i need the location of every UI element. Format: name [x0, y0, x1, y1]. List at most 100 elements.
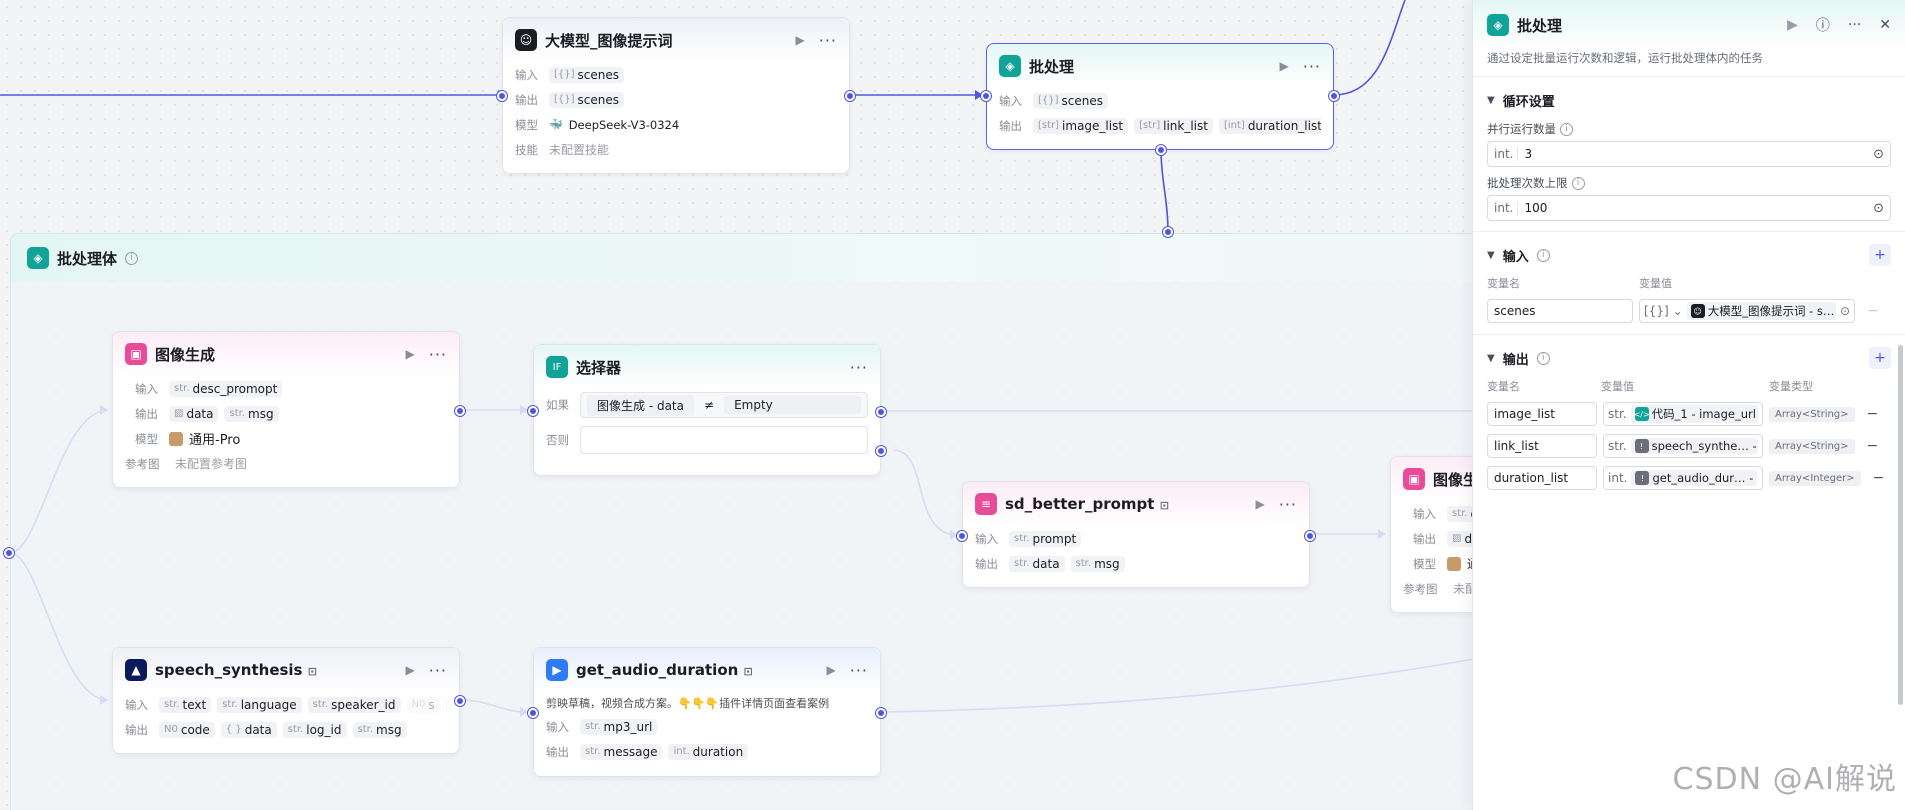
output-port[interactable]	[845, 91, 855, 101]
input-port[interactable]	[528, 406, 538, 416]
more-icon[interactable]: ···	[1302, 56, 1321, 76]
input-port[interactable]	[981, 91, 991, 101]
else-box[interactable]	[580, 426, 868, 454]
run-icon[interactable]: ▶	[1787, 17, 1798, 33]
run-icon[interactable]: ▶	[795, 33, 805, 47]
model-avatar-icon	[1447, 556, 1461, 571]
output-tag: str.message	[580, 743, 663, 760]
chevron-down-icon[interactable]: ▼	[1487, 352, 1495, 364]
output-label: 输出	[546, 744, 569, 759]
ref-label: 参考图	[125, 456, 160, 471]
input-port[interactable]	[957, 531, 967, 541]
output-port[interactable]	[455, 406, 465, 416]
condition-operator: ≠	[704, 398, 715, 412]
prompt-icon: ≡	[975, 493, 997, 515]
node-batch[interactable]: ◈ 批处理 ▶ ··· 输入[{}]scenes 输出 [str]image_l…	[981, 43, 1339, 155]
body-start-port[interactable]	[4, 548, 14, 558]
run-icon[interactable]: ▶	[826, 663, 836, 677]
node-header: ▲ speech_synthesis ⊡ ▶ ···	[113, 648, 459, 692]
node-llm-image-prompt[interactable]: ☺ 大模型_图像提示词 ▶ ··· 输入[{}]scenes 输出[{}]sce…	[497, 17, 855, 174]
node-get-audio-duration[interactable]: ▶ get_audio_duration ⊡ ▶ ··· 剪映草稿，视频合成方案…	[528, 647, 886, 777]
info-icon[interactable]: i	[1536, 248, 1550, 262]
node-description: 剪映草稿，视频合成方案。👇👇👇插件详情页面查看案例	[546, 697, 830, 710]
skill-label: 技能	[515, 142, 538, 157]
remove-icon[interactable]: −	[1867, 303, 1879, 319]
panel-header: ◈ 批处理 ▶ ⓘ ··· ✕	[1473, 0, 1905, 50]
output-label: 输出	[135, 406, 158, 421]
info-icon[interactable]: i	[1571, 176, 1585, 190]
output-var-name[interactable]: link_list	[1487, 434, 1597, 458]
output-var-name[interactable]: duration_list	[1487, 466, 1597, 490]
output-var-value[interactable]: int.!get_audio_dur… -	[1603, 466, 1763, 490]
input-port[interactable]	[497, 91, 507, 101]
output-row: image_list str.</>代码_1 - image_url Array…	[1487, 401, 1891, 427]
if-port[interactable]	[876, 407, 886, 417]
more-icon[interactable]: ···	[849, 660, 868, 680]
code-icon: </>	[1634, 407, 1650, 421]
output-port[interactable]	[1329, 91, 1339, 101]
more-icon[interactable]: ···	[428, 660, 447, 680]
section-title: 输出	[1502, 352, 1529, 368]
panel-scrollbar[interactable]	[1898, 345, 1903, 705]
output-var-value[interactable]: str.!speech_synthe… -	[1603, 434, 1763, 458]
add-input-button[interactable]: +	[1869, 244, 1891, 266]
node-title: speech_synthesis ⊡	[155, 661, 317, 679]
output-label: 输出	[999, 118, 1022, 133]
add-output-button[interactable]: +	[1869, 347, 1891, 369]
chevron-down-icon[interactable]: ▼	[1487, 249, 1495, 261]
output-var-name[interactable]: image_list	[1487, 402, 1597, 426]
run-icon[interactable]: ▶	[1255, 497, 1265, 511]
field-label: 批处理次数上限	[1487, 176, 1568, 190]
output-port[interactable]	[876, 708, 886, 718]
condition-box[interactable]: 图像生成 - data ≠ Empty	[580, 392, 868, 418]
input-tag: str.mp3_url	[580, 718, 658, 735]
remove-icon[interactable]: −	[1866, 438, 1879, 454]
input-port[interactable]	[528, 708, 538, 718]
image-icon: ▣	[1403, 468, 1425, 490]
run-icon[interactable]: ▶	[405, 663, 415, 677]
if-label: 如果	[546, 398, 569, 412]
section-toggle[interactable]: ▼ 循环设置	[1487, 87, 1891, 113]
body-port[interactable]	[1156, 145, 1166, 155]
batch-limit-input[interactable]: int.100⊙	[1487, 195, 1891, 221]
info-icon[interactable]: i	[1536, 351, 1550, 365]
more-icon[interactable]: ···	[849, 357, 868, 377]
run-icon[interactable]: ▶	[1279, 59, 1289, 73]
more-inputs-icon[interactable]: ···	[445, 696, 447, 713]
batch-body-port[interactable]	[1163, 227, 1173, 237]
output-port[interactable]	[455, 696, 465, 706]
output-var-value[interactable]: str.</>代码_1 - image_url	[1603, 402, 1763, 426]
remove-icon[interactable]: −	[1872, 470, 1885, 486]
else-port[interactable]	[876, 446, 886, 456]
input-var-name[interactable]: scenes	[1487, 299, 1633, 323]
input-var-value[interactable]: [{}]⌄ ☺大模型_图像提示词 - s… ⊙	[1639, 299, 1855, 323]
more-icon[interactable]: ···	[1278, 494, 1297, 514]
batch-body-header: ◈ 批处理体 i	[11, 234, 1509, 282]
output-tag: { }data	[220, 721, 277, 738]
info-icon[interactable]: i	[1560, 122, 1573, 136]
more-icon[interactable]: ···	[1847, 17, 1862, 33]
node-selector[interactable]: IF 选择器 ··· 如果 图像生成 - data ≠ Empty 否则	[528, 344, 886, 476]
output-tag: str.data	[1009, 555, 1065, 572]
close-icon[interactable]: ✕	[1879, 17, 1891, 33]
run-icon[interactable]: ▶	[405, 347, 415, 361]
node-header: IF 选择器 ···	[534, 345, 880, 389]
node-header: ▣ 图像生成 ▶ ···	[113, 332, 459, 376]
info-icon[interactable]: i	[125, 251, 139, 265]
batch-settings-panel[interactable]: ◈ 批处理 ▶ ⓘ ··· ✕ 通过设定批量运行次数和逻辑，运行批处理体内的任务…	[1472, 0, 1905, 810]
node-speech-synthesis[interactable]: ▲ speech_synthesis ⊡ ▶ ··· 输入 str.text s…	[112, 647, 465, 754]
help-icon[interactable]: ⓘ	[1815, 18, 1830, 34]
more-icon[interactable]: ···	[428, 344, 447, 364]
chevron-down-icon[interactable]: ▼	[1487, 94, 1495, 106]
input-label: 输入	[999, 93, 1022, 108]
output-port[interactable]	[1305, 531, 1315, 541]
parallel-count-input[interactable]: int.3⊙	[1487, 141, 1891, 167]
plugin-icon: ⊡	[1159, 499, 1169, 512]
input-tag: str.language	[217, 696, 302, 713]
remove-icon[interactable]: −	[1866, 406, 1879, 422]
more-icon[interactable]: ···	[818, 30, 837, 50]
